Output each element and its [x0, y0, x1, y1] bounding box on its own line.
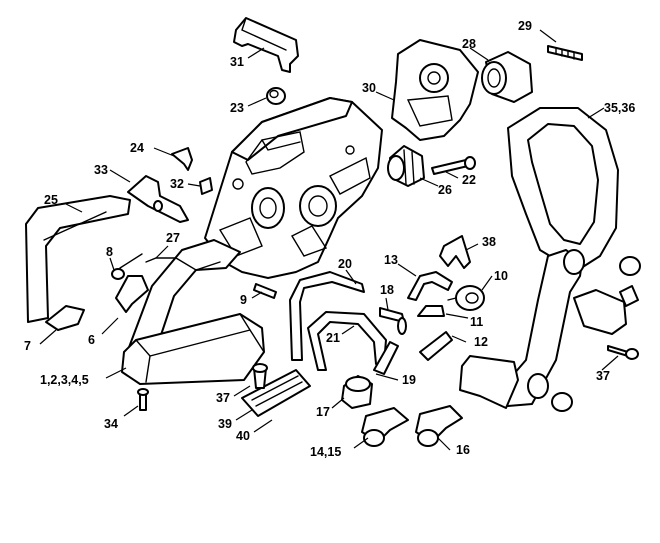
callout-27: 27: [166, 231, 180, 245]
lever-part-33: [127, 175, 189, 223]
bracket-part-30: [391, 39, 479, 141]
callout-1-2-3-4-5: 1,2,3,4,5: [40, 373, 89, 387]
callout-26: 26: [438, 183, 452, 197]
callout-13: 13: [384, 253, 398, 267]
callout-10: 10: [494, 269, 508, 283]
callout-31: 31: [230, 55, 244, 69]
leader-lines: [39, 29, 619, 451]
sleeve-part-16: [415, 405, 463, 447]
callout-35-36: 35,36: [604, 101, 635, 115]
top-cover-part-31: [233, 17, 299, 73]
handle-housing-base: [121, 239, 265, 385]
cap-right-upper: [619, 256, 641, 276]
handlebar-part-35-36: [459, 107, 627, 409]
screw-part-37-left: [252, 363, 268, 389]
callout-14-15: 14,15: [310, 445, 341, 459]
callout-29: 29: [518, 19, 532, 33]
filter-part-17: [341, 375, 373, 409]
callout-28: 28: [462, 37, 476, 51]
callout-23: 23: [230, 101, 244, 115]
spring-part-8: [111, 268, 125, 280]
callout-16: 16: [456, 443, 470, 457]
callout-11: 11: [470, 315, 483, 329]
callout-38: 38: [482, 235, 496, 249]
rod-part-27: [119, 253, 221, 271]
callout-7: 7: [24, 339, 31, 353]
callout-22: 22: [462, 173, 476, 187]
callout-12: 12: [474, 335, 488, 349]
callout-20: 20: [338, 257, 352, 271]
hose-part-19: [373, 341, 399, 375]
bolt-part-22: [431, 156, 476, 175]
buffer-part-26: [387, 145, 425, 187]
hose-part-21: [307, 311, 387, 371]
trigger-part-25: [25, 195, 131, 323]
part-32: [199, 177, 213, 195]
callout-24: 24: [130, 141, 144, 155]
plug-part-23: [266, 87, 286, 105]
screw-part-37-right: [607, 345, 639, 360]
callout-39: 39: [218, 417, 232, 431]
handle-part-6: [115, 275, 149, 313]
screw-part-34: [137, 388, 149, 411]
callout-labels: 31 23 24 33 32 25 27 8 9 7 6 1,2,3,4,5 3…: [24, 19, 635, 459]
hose-part-12: [419, 331, 453, 361]
part-7: [45, 305, 85, 331]
lever-part-24: [171, 147, 193, 171]
callout-21: 21: [326, 331, 340, 345]
callout-9: 9: [240, 293, 247, 307]
sleeve-part-28: [481, 51, 533, 103]
callout-33: 33: [94, 163, 108, 177]
callout-6: 6: [88, 333, 95, 347]
callout-18: 18: [380, 283, 394, 297]
hose-part-20: [289, 271, 365, 361]
callout-40: 40: [236, 429, 250, 443]
callout-30: 30: [362, 81, 376, 95]
pin-part-9: [253, 283, 277, 299]
callout-32: 32: [170, 177, 184, 191]
callout-19: 19: [402, 373, 416, 387]
pin-part-29: [547, 45, 583, 61]
hose-part-13: [407, 271, 453, 301]
callout-37-right: 37: [596, 369, 610, 383]
fitting-part-18: [379, 307, 407, 335]
hose-part-11: [417, 305, 445, 317]
clip-right: [619, 285, 639, 307]
callout-34: 34: [104, 417, 118, 431]
plate-part-39-40: [241, 369, 311, 417]
crankcase-housing: [204, 97, 383, 279]
callout-25: 25: [44, 193, 58, 207]
cap-right-lower: [551, 392, 573, 412]
grommet-part-10: [447, 285, 485, 311]
callout-37-left: 37: [216, 391, 230, 405]
callout-8: 8: [106, 245, 113, 259]
callout-17: 17: [316, 405, 330, 419]
cover-part-38: [439, 235, 471, 269]
sleeve-part-14-15: [361, 407, 409, 447]
